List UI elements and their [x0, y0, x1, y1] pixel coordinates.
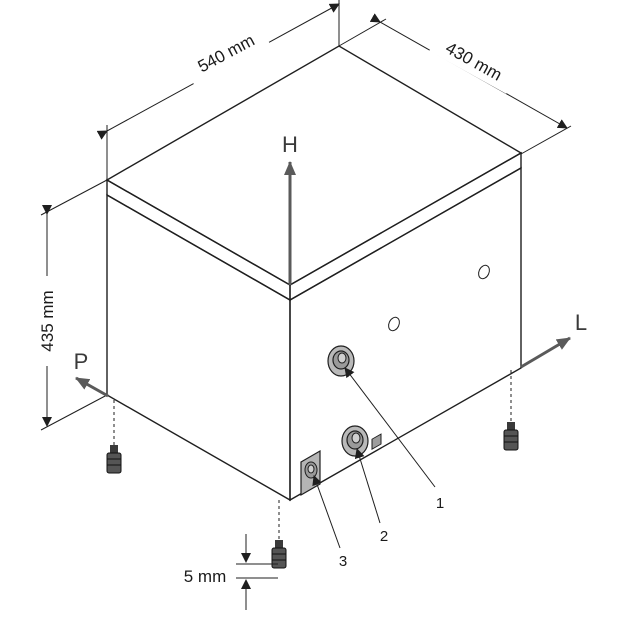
height-label: 435 mm: [38, 290, 57, 351]
vent-hole-upper: [478, 264, 490, 280]
tank-body: [105, 45, 523, 502]
axis-p-arrow: [75, 376, 109, 398]
callout-2-leader: [354, 448, 381, 524]
gap-dimension: [236, 534, 278, 610]
foot-right: [503, 422, 519, 451]
connector-1-fitting: [327, 345, 355, 377]
foot-front: [271, 540, 287, 569]
callout-1-leader: [344, 367, 436, 488]
callout-3-label: 3: [339, 553, 347, 570]
small-tab: [371, 433, 382, 451]
callout-3-leader: [312, 475, 341, 549]
gap-label: 5 mm: [184, 567, 227, 586]
lid-side-band: [289, 151, 522, 302]
axis-p-label: P: [74, 349, 89, 374]
lid-top-face: [105, 45, 523, 286]
lid-front-band: [106, 178, 291, 302]
axis-l-arrow: [520, 336, 571, 369]
depth-dimension: [338, 13, 572, 155]
foot-left: [106, 445, 122, 474]
width-dimension: [96, 0, 340, 182]
vent-hole-lower: [388, 316, 400, 332]
connector-2-fitting: [341, 425, 369, 457]
callout-1-label: 1: [436, 495, 444, 512]
height-dimension: [34, 179, 108, 431]
side-face: [289, 166, 522, 502]
callout-2-label: 2: [380, 528, 388, 545]
axis-l-label: L: [575, 310, 587, 335]
axis-h-label: H: [282, 132, 298, 157]
front-face: [106, 193, 291, 502]
connector-3-fitting: [300, 449, 321, 497]
